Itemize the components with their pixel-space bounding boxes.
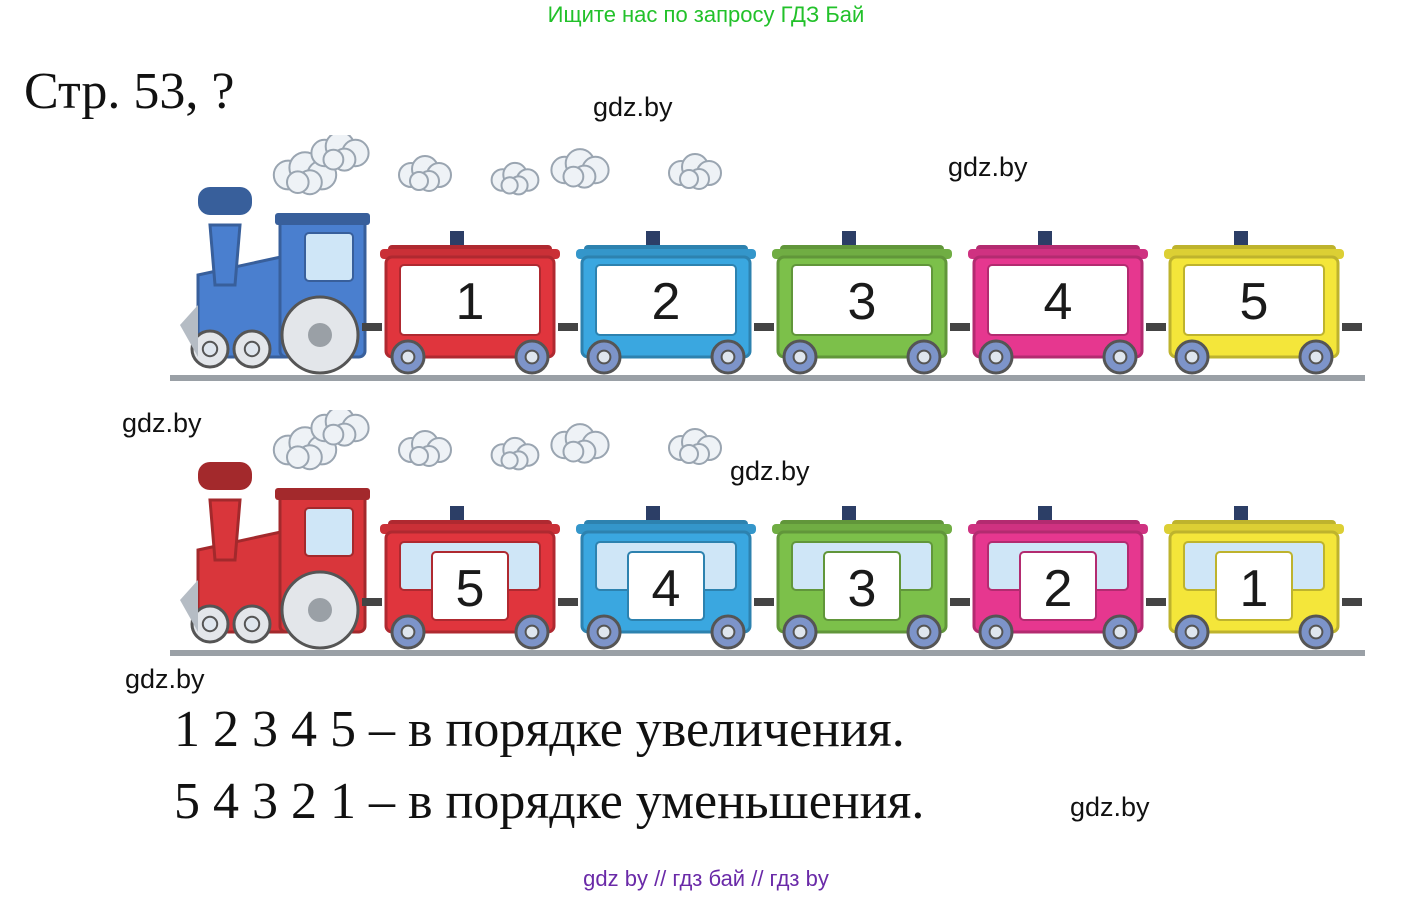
engine-roof [275, 488, 370, 500]
engine-window [304, 507, 354, 557]
wagon-lamp [646, 506, 660, 520]
wagon-number-plate [431, 551, 509, 621]
smoke-cloud [490, 161, 540, 196]
wagon-lamp [646, 231, 660, 245]
engine-chimney [208, 498, 242, 562]
wagon-number-plate [1215, 551, 1293, 621]
coupler [1342, 323, 1362, 331]
watermark: gdz.by [593, 92, 673, 122]
wagon-number: 1 [1240, 560, 1269, 618]
smoke-cloud [490, 436, 540, 471]
coupler [558, 598, 578, 606]
wagon-number: 3 [848, 273, 877, 331]
smoke-cloud [310, 135, 370, 172]
wagon-lamp [450, 506, 464, 520]
footer-watermark: gdz by // гдз бай // гдз by [583, 866, 829, 891]
wagon-lamp [1234, 231, 1248, 245]
coupler [754, 598, 774, 606]
wagon-number-plate [823, 551, 901, 621]
smoke-cloud [668, 428, 722, 465]
rail [170, 375, 1365, 381]
page-reference: Стр. 53, ? [24, 63, 235, 120]
coupler [1146, 323, 1166, 331]
coupler [950, 323, 970, 331]
wagon-lamp [1038, 506, 1052, 520]
smoke-cloud [550, 423, 610, 464]
rail [170, 650, 1365, 656]
top-banner: Ищите нас по запросу ГДЗ Бай [547, 2, 865, 27]
wagon-number-plate [627, 551, 705, 621]
wagon-number: 4 [652, 560, 681, 618]
engine-chimney-top [198, 187, 252, 215]
wagon-number: 5 [1240, 273, 1269, 331]
smoke-cloud [398, 155, 452, 192]
coupler [362, 323, 382, 331]
wagon-lamp [450, 231, 464, 245]
watermark: gdz.by [122, 408, 202, 438]
smoke-cloud [310, 410, 370, 447]
wagon-lamp [842, 506, 856, 520]
engine-cowcatcher [180, 305, 198, 357]
engine-roof [275, 213, 370, 225]
train-descending-illustration: 5 4 3 2 1 [170, 410, 1365, 656]
wagon-number: 3 [848, 560, 877, 618]
watermark: gdz.by [125, 664, 205, 694]
wagon-number-plate [1183, 264, 1325, 336]
coupler [362, 598, 382, 606]
smoke-cloud [398, 430, 452, 467]
engine-chimney-top [198, 462, 252, 490]
wagon-number-plate [399, 264, 541, 336]
answer-ascending: 1 2 3 4 5 – в порядке увеличения. [174, 701, 905, 758]
coupler [754, 323, 774, 331]
train-ascending: 1 2 3 4 5 [170, 135, 1370, 385]
train-ascending-illustration: 1 2 3 4 5 [170, 135, 1365, 381]
engine-cowcatcher [180, 580, 198, 632]
wagon-number-plate [1019, 551, 1097, 621]
wagon-number-plate [987, 264, 1129, 336]
watermark: gdz.by [730, 456, 810, 486]
wagon-number: 1 [456, 273, 485, 331]
wagon-number: 2 [1044, 560, 1073, 618]
smoke-cloud [550, 148, 610, 189]
wagon-number: 2 [652, 273, 681, 331]
train-descending: 5 4 3 2 1 [170, 410, 1370, 660]
wagon-lamp [1234, 506, 1248, 520]
watermark: gdz.by [1070, 792, 1150, 822]
coupler [950, 598, 970, 606]
wagon-number: 4 [1044, 273, 1073, 331]
wagon-number-plate [595, 264, 737, 336]
engine-chimney [208, 223, 242, 287]
wagon-lamp [842, 231, 856, 245]
coupler [558, 323, 578, 331]
wagon-number-plate [791, 264, 933, 336]
engine-window [304, 232, 354, 282]
smoke-cloud [668, 153, 722, 190]
wagon-lamp [1038, 231, 1052, 245]
coupler [1146, 598, 1166, 606]
watermark: gdz.by [948, 152, 1028, 182]
coupler [1342, 598, 1362, 606]
answer-descending: 5 4 3 2 1 – в порядке уменьшения. [174, 773, 925, 830]
wagon-number: 5 [456, 560, 485, 618]
